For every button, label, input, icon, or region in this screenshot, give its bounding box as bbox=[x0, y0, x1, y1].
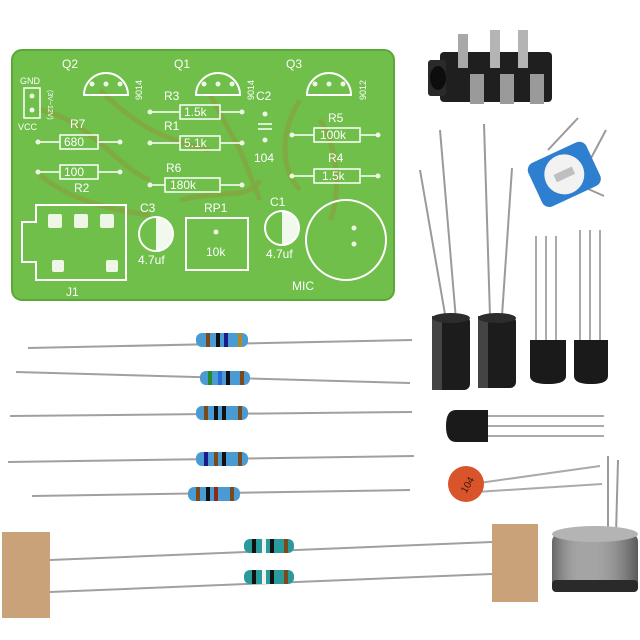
electret-microphone bbox=[552, 456, 638, 592]
q2-footprint bbox=[82, 72, 130, 96]
taped-resistor-2 bbox=[49, 570, 493, 593]
ceramic-capacitor: 104 bbox=[448, 465, 603, 502]
c1-value: 4.7uf bbox=[266, 247, 293, 261]
r5-value: 100k bbox=[320, 128, 347, 142]
q3-label: Q3 bbox=[286, 57, 302, 71]
trim-potentiometer bbox=[527, 117, 607, 208]
r7-outline bbox=[59, 134, 99, 150]
j1-footprint bbox=[21, 204, 127, 281]
r6-value: 180k bbox=[170, 178, 197, 192]
tape-strip-left bbox=[2, 532, 50, 618]
r3-label: R3 bbox=[164, 89, 180, 103]
r2-value: 100 bbox=[64, 165, 84, 179]
r5-outline bbox=[313, 127, 361, 143]
r7-value: 680 bbox=[64, 135, 84, 149]
resistor-2 bbox=[15, 371, 411, 385]
q3-footprint bbox=[305, 72, 353, 96]
audio-jack bbox=[428, 30, 552, 104]
r6-label: R6 bbox=[166, 161, 182, 175]
r7-label: R7 bbox=[70, 117, 86, 131]
transistor-3 bbox=[446, 410, 604, 442]
q1-label: Q1 bbox=[174, 57, 190, 71]
r3-value: 1.5k bbox=[184, 105, 208, 119]
c2-value: 104 bbox=[254, 151, 274, 165]
j1-label: J1 bbox=[66, 285, 79, 299]
resistor-4 bbox=[7, 452, 415, 466]
r1-label: R1 bbox=[164, 119, 180, 133]
c1-label: C1 bbox=[270, 195, 286, 209]
transistor-1 bbox=[530, 236, 566, 384]
r3-outline bbox=[179, 104, 221, 120]
r1-outline bbox=[179, 135, 221, 151]
transistor-2 bbox=[574, 230, 608, 384]
gnd-label: GND bbox=[20, 76, 41, 86]
rp1-outline bbox=[185, 217, 249, 271]
q2-part-label: 9014 bbox=[134, 80, 144, 100]
r5-label: R5 bbox=[328, 111, 344, 125]
q1-part-label: 9014 bbox=[246, 80, 256, 100]
c2-label: C2 bbox=[256, 89, 272, 103]
resistor-5 bbox=[31, 487, 411, 501]
q2-label: Q2 bbox=[62, 57, 78, 71]
power-header bbox=[23, 87, 41, 119]
c3-value: 4.7uf bbox=[138, 253, 165, 267]
mic-footprint bbox=[305, 199, 387, 281]
c3-label: C3 bbox=[140, 201, 156, 215]
r1-value: 5.1k bbox=[184, 136, 208, 150]
q1-footprint bbox=[194, 72, 242, 96]
supply-range-label: (3V~12V) bbox=[46, 90, 53, 120]
r4-value: 1.5k bbox=[322, 169, 346, 183]
r6-outline bbox=[164, 177, 221, 193]
taped-resistor-1 bbox=[49, 539, 493, 561]
r2-outline bbox=[59, 164, 99, 180]
electrolytic-capacitor-1 bbox=[419, 129, 470, 390]
r4-outline bbox=[313, 168, 361, 184]
tape-strip-right bbox=[492, 524, 538, 602]
resistor-3 bbox=[9, 406, 413, 420]
vcc-label: VCC bbox=[18, 122, 38, 132]
rp1-value: 10k bbox=[206, 245, 226, 259]
electrolytic-capacitor-2 bbox=[478, 123, 516, 388]
rp1-label: RP1 bbox=[204, 201, 228, 215]
q3-part-label: 9012 bbox=[358, 80, 368, 100]
r2-label: R2 bbox=[74, 181, 90, 195]
r4-label: R4 bbox=[328, 151, 344, 165]
pcb-board: Q2 Q1 Q3 9014 9014 9012 GND (3V~12V) VCC… bbox=[11, 49, 395, 301]
resistor-1 bbox=[27, 333, 413, 349]
mic-label: MIC bbox=[292, 279, 314, 293]
